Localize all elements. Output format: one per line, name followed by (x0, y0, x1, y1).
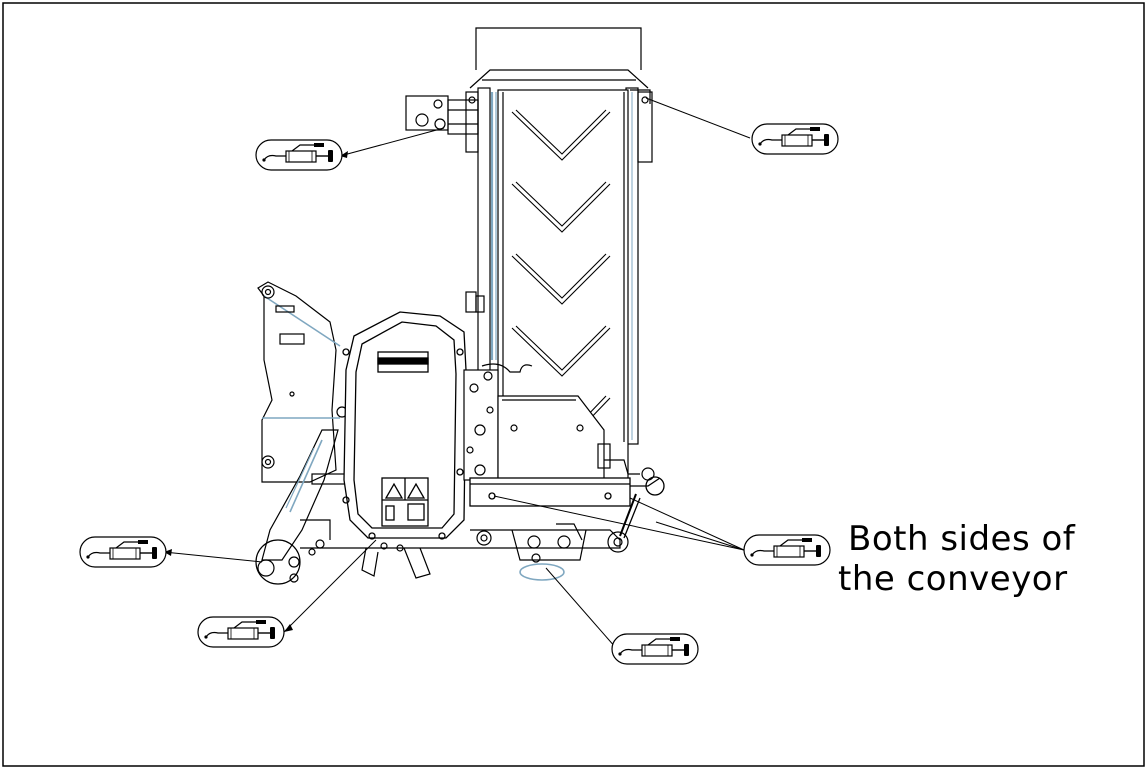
drive-cover (497, 395, 655, 481)
callout-text-line1: Both sides of (848, 519, 1076, 559)
grease-gun-icon (197, 616, 285, 648)
grease-gun-icon (743, 534, 831, 566)
callout-text-line2: the conveyor (838, 559, 1068, 599)
wheel-assembly (470, 523, 629, 581)
grease-gun-icon (611, 633, 699, 665)
lower-arm (255, 429, 349, 585)
grease-gun-icon (79, 536, 167, 568)
left-frame (257, 281, 348, 483)
valve-block (463, 291, 533, 481)
main-housing (342, 311, 467, 540)
grease-gun-icon (751, 123, 839, 155)
bottom-struts (300, 542, 470, 579)
crossbeam (469, 476, 665, 539)
leader-arrows (164, 151, 348, 632)
leader-lines (163, 97, 751, 649)
grease-gun-icon (255, 139, 343, 171)
